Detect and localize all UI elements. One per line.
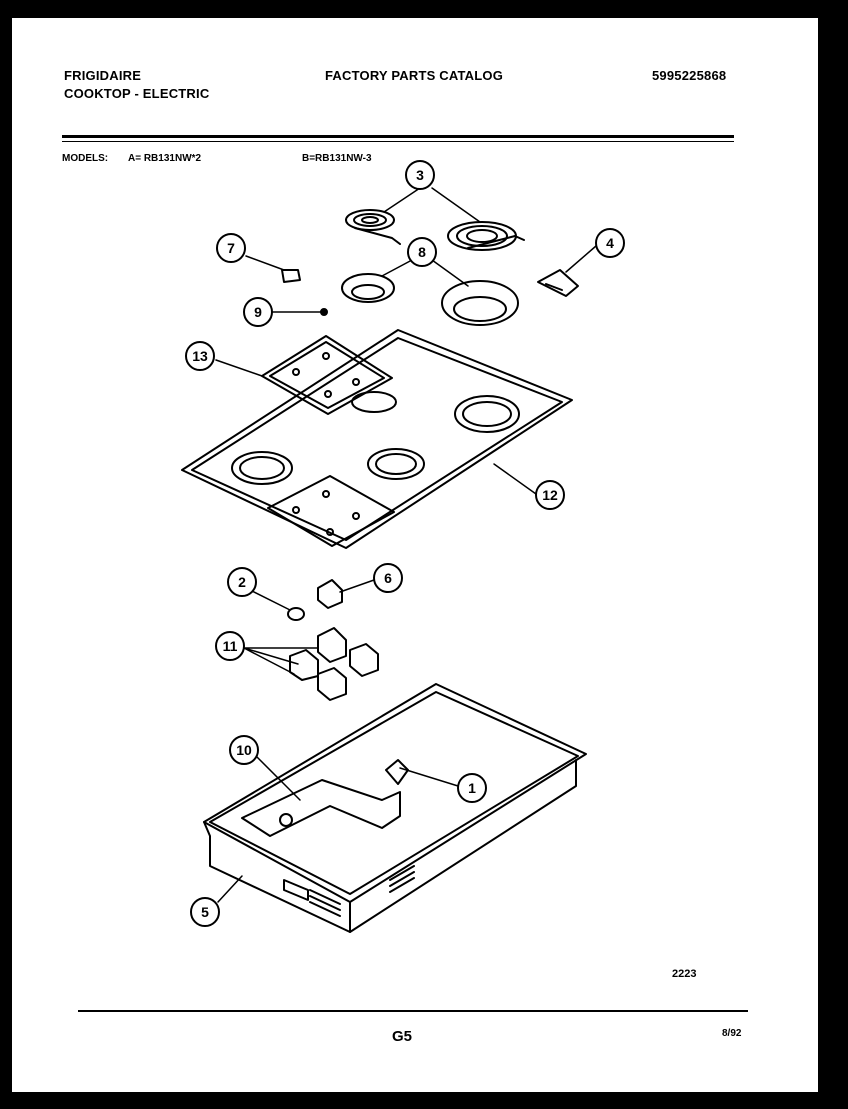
catalog-title: FACTORY PARTS CATALOG bbox=[325, 68, 504, 83]
callout-1-label: 1 bbox=[468, 780, 476, 796]
element-receptacle bbox=[537, 269, 579, 297]
callout-1: 1 bbox=[457, 773, 487, 803]
bracket-hole bbox=[279, 813, 293, 827]
callout-6: 6 bbox=[373, 563, 403, 593]
trim-plate bbox=[261, 335, 393, 415]
header-rule-bottom bbox=[62, 141, 734, 142]
callout-13-label: 13 bbox=[192, 348, 208, 364]
catalog-page bbox=[12, 18, 818, 1092]
callout-11: 11 bbox=[215, 631, 245, 661]
header-rule-top bbox=[62, 135, 734, 138]
revision-date: 8/92 bbox=[722, 1028, 742, 1039]
callout-2: 2 bbox=[227, 567, 257, 597]
model-a: A= RB131NW*2 bbox=[128, 153, 202, 164]
callout-6-label: 6 bbox=[384, 570, 392, 586]
drip-bowl-small bbox=[341, 273, 395, 303]
callout-12-label: 12 bbox=[542, 487, 558, 503]
surface-element-small bbox=[345, 209, 401, 245]
models-label: MODELS: bbox=[62, 153, 109, 164]
callout-7: 7 bbox=[216, 233, 246, 263]
page-code: G5 bbox=[392, 1028, 413, 1045]
drawing-number: 2223 bbox=[672, 968, 697, 980]
indicator-light bbox=[317, 579, 343, 609]
cooktop-chassis bbox=[203, 683, 587, 933]
callout-5-label: 5 bbox=[201, 904, 209, 920]
callout-9: 9 bbox=[243, 297, 273, 327]
cooktop-top-panel bbox=[181, 329, 573, 549]
control-bracket bbox=[241, 779, 401, 837]
callout-4-label: 4 bbox=[606, 235, 614, 251]
callout-3: 3 bbox=[405, 160, 435, 190]
callout-10: 10 bbox=[229, 735, 259, 765]
wire-connector bbox=[385, 759, 409, 785]
model-b: B=RB131NW-3 bbox=[302, 153, 372, 164]
catalog-number: 5995225868 bbox=[652, 68, 727, 83]
callout-3-label: 3 bbox=[416, 167, 424, 183]
surface-element-large bbox=[447, 221, 525, 251]
callout-12: 12 bbox=[535, 480, 565, 510]
callout-4: 4 bbox=[595, 228, 625, 258]
infinite-switches bbox=[289, 627, 379, 701]
brand-name: FRIGIDAIRE bbox=[64, 68, 142, 83]
product-name: COOKTOP - ELECTRIC bbox=[64, 86, 210, 101]
callout-9-label: 9 bbox=[254, 304, 262, 320]
callout-10-label: 10 bbox=[236, 742, 252, 758]
control-knob bbox=[287, 607, 305, 621]
callout-2-label: 2 bbox=[238, 574, 246, 590]
hardware-nut bbox=[281, 269, 301, 283]
callout-8-label: 8 bbox=[418, 244, 426, 260]
callout-8: 8 bbox=[407, 237, 437, 267]
callout-7-label: 7 bbox=[227, 240, 235, 256]
footer-rule bbox=[78, 1010, 748, 1012]
drip-bowl-large bbox=[441, 280, 519, 326]
callout-5: 5 bbox=[190, 897, 220, 927]
callout-11-label: 11 bbox=[223, 638, 238, 654]
callout-13: 13 bbox=[185, 341, 215, 371]
